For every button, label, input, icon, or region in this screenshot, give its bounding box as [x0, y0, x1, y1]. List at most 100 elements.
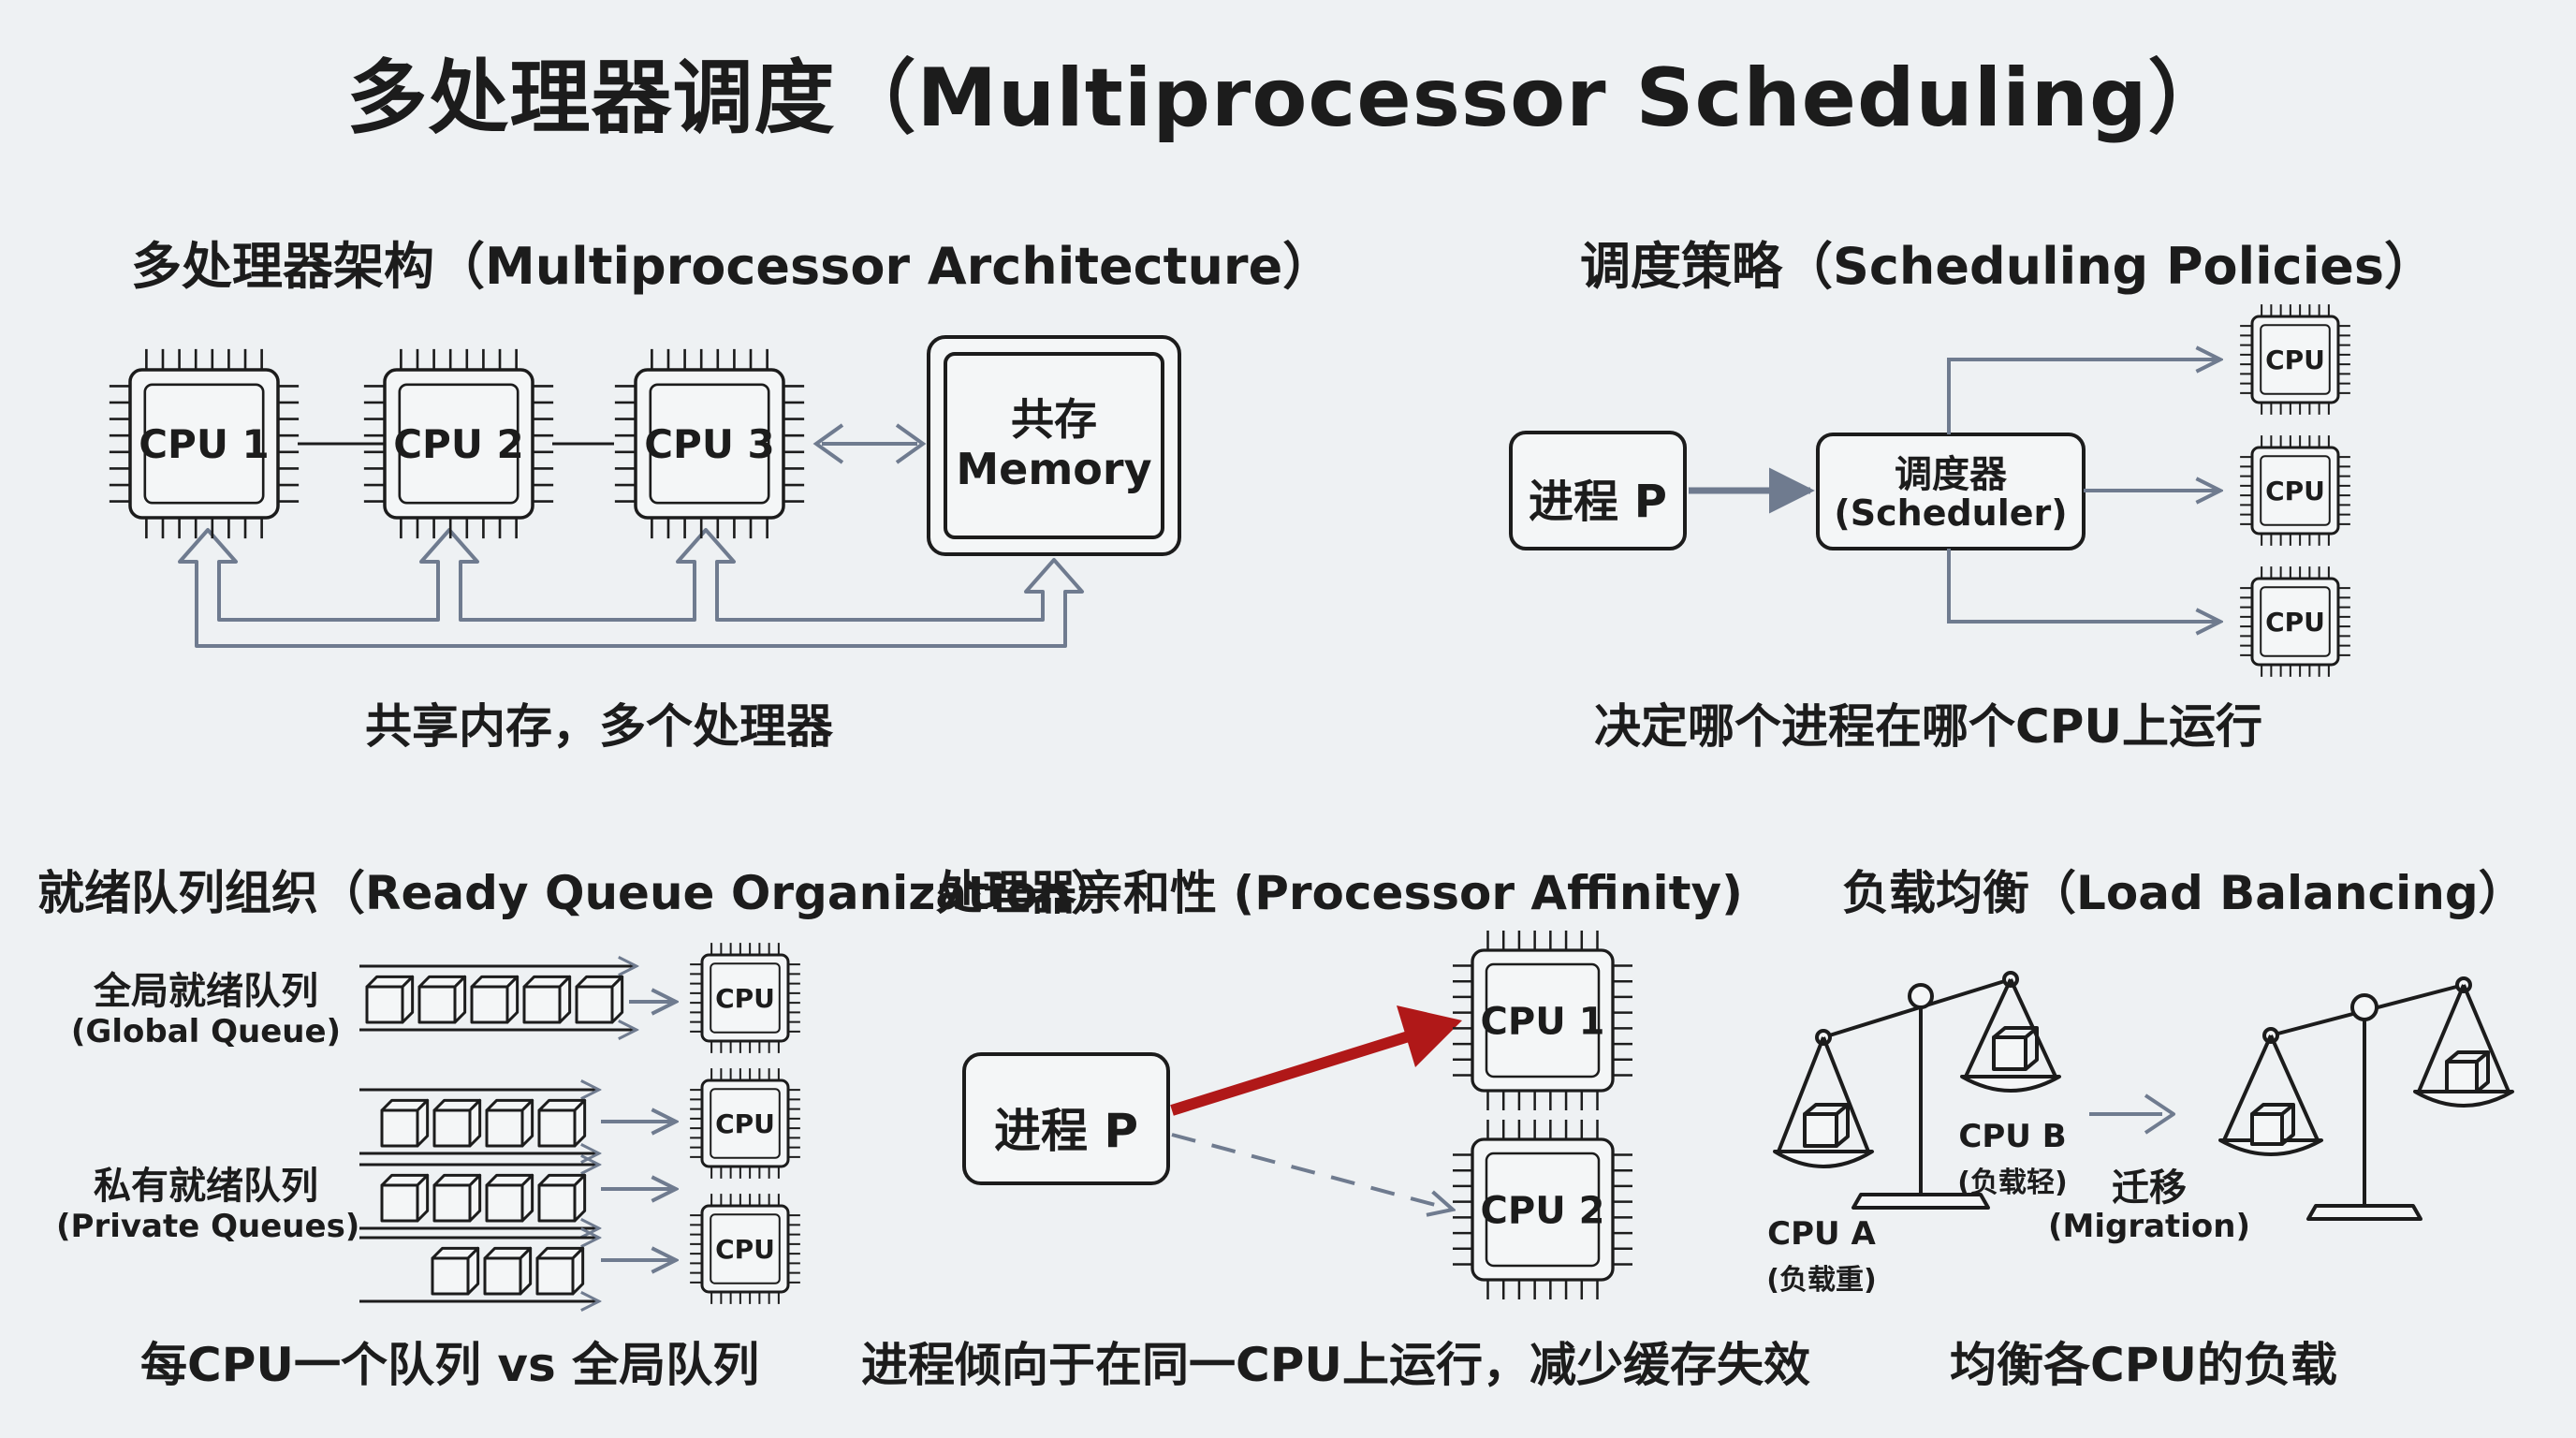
- scheduler-label-line2: (Scheduler): [1834, 492, 2068, 534]
- architecture-caption: 共享内存，多个处理器: [365, 699, 833, 754]
- affinity-alternate-arrow: [1171, 1133, 1453, 1210]
- affinity-cpu-chip: CPU 1: [1453, 931, 1632, 1110]
- architecture-heading: 多处理器架构（Multiprocessor Architecture）: [131, 237, 1334, 296]
- task-cube: [575, 975, 624, 1024]
- scheduler-to-cpu-arrows: [1947, 360, 2220, 622]
- chip-outer: [2250, 446, 2340, 536]
- affinity-cpu-chip: CPU 2: [1453, 1120, 1632, 1299]
- chip-pins: [2240, 435, 2350, 546]
- queue-row: [359, 1238, 599, 1301]
- policy-cpu-chip: CPU: [2240, 435, 2350, 546]
- policies-process-label: 进程 P: [1529, 476, 1667, 528]
- architecture-diagram: CPU 1 CPU 2 CPU 3: [109, 335, 1181, 648]
- chip-inner: [1485, 1152, 1601, 1268]
- cpu-memory-double-arrow: [812, 423, 927, 464]
- chip-outer: [128, 368, 280, 520]
- chip-label: CPU: [715, 1234, 775, 1265]
- queue-cpu-chip: CPU: [690, 1194, 800, 1304]
- load-balancing-diagram: [1773, 971, 2514, 1221]
- task-cube: [380, 1173, 430, 1223]
- migration-label-line1: 迁移: [2112, 1167, 2187, 1210]
- load-balancing-heading: 负载均衡（Load Balancing）: [1842, 866, 2525, 920]
- chip-inner: [710, 1088, 781, 1159]
- chip-inner: [710, 1213, 781, 1284]
- chip-pins: [1453, 931, 1632, 1110]
- queue-to-cpu-arrows: [601, 1002, 676, 1260]
- task-cube: [537, 1098, 587, 1148]
- cpu-b-label-line2: (负载轻): [1957, 1167, 2068, 1199]
- ready-queue-diagram: CPU CPU CPU: [359, 943, 800, 1304]
- chip-outer: [700, 1078, 790, 1168]
- light-task-cube: [1992, 1026, 2039, 1071]
- chip-outer: [1471, 1137, 1615, 1282]
- memory-block: [927, 335, 1181, 556]
- chip-inner: [1485, 962, 1601, 1078]
- chip-pins: [109, 348, 300, 539]
- affinity-preferred-arrow: [1170, 1030, 1413, 1116]
- task-cube: [485, 1173, 534, 1223]
- chip-inner: [2260, 324, 2331, 395]
- chip-label: CPU 3: [644, 421, 775, 467]
- task-cube: [485, 1098, 534, 1148]
- page-title: 多处理器调度（Multiprocessor Scheduling）: [346, 51, 2230, 145]
- task-cube: [535, 1246, 585, 1296]
- shared-bus-arrows: [178, 528, 1084, 648]
- policies-heading: 调度策略（Scheduling Policies）: [1580, 237, 2435, 296]
- task-cube: [483, 1246, 533, 1296]
- chip-pins: [690, 943, 800, 1053]
- cpu-b-label-line1: CPU B: [1958, 1118, 2067, 1155]
- chip-label: CPU 2: [393, 421, 524, 467]
- task-cube: [417, 975, 467, 1024]
- queue-row: [359, 966, 637, 1030]
- private-queue-label-line1: 私有就绪队列: [94, 1165, 318, 1208]
- chip-outer: [700, 953, 790, 1043]
- task-cube: [432, 1173, 482, 1223]
- architecture-cpu-chip: CPU 2: [363, 348, 554, 539]
- queue-row: [359, 1165, 599, 1228]
- chip-outer: [1471, 948, 1615, 1093]
- memory-label-line1: 共存: [1011, 394, 1097, 445]
- architecture-cpu-chip: CPU 3: [614, 348, 805, 539]
- chip-pins: [690, 1068, 800, 1179]
- chip-pins: [363, 348, 554, 539]
- chip-outer: [700, 1204, 790, 1294]
- chip-inner: [2260, 455, 2331, 526]
- policy-cpu-chip: CPU: [2240, 566, 2350, 677]
- task-cube: [431, 1246, 480, 1296]
- heavy-task-cube: [1803, 1103, 1850, 1148]
- ready-queue-caption: 每CPU一个队列 vs 全局队列: [140, 1338, 760, 1392]
- task-cube: [432, 1098, 482, 1148]
- chip-label: CPU: [2265, 607, 2325, 638]
- unbalanced-scale: [1773, 971, 2061, 1210]
- chip-inner: [649, 383, 770, 505]
- task-cube: [470, 975, 520, 1024]
- scheduler-label-line1: 调度器: [1895, 453, 2007, 496]
- chip-label: CPU: [2265, 476, 2325, 506]
- chip-outer: [2250, 577, 2340, 667]
- queue-row: [359, 1090, 599, 1153]
- chip-label: CPU: [715, 1108, 775, 1139]
- chip-label: CPU: [2265, 345, 2325, 375]
- chip-pins: [614, 348, 805, 539]
- task-cube: [380, 1098, 430, 1148]
- chip-outer: [2250, 315, 2340, 404]
- cpu-a-label-line2: (负载重): [1766, 1264, 1877, 1297]
- chip-pins: [1453, 1120, 1632, 1299]
- chip-pins: [2240, 566, 2350, 677]
- chip-label: CPU: [715, 983, 775, 1014]
- policies-diagram: CPU CPU CPU: [1509, 304, 2350, 677]
- task-cube: [522, 975, 572, 1024]
- chip-outer: [383, 368, 534, 520]
- chip-label: CPU 1: [139, 421, 270, 467]
- balanced-cube-left: [2250, 1103, 2295, 1146]
- affinity-caption: 进程倾向于在同一CPU上运行，减少缓存失效: [861, 1338, 1810, 1392]
- balanced-scale: [2218, 976, 2514, 1221]
- chip-pins: [690, 1194, 800, 1304]
- private-queue-label-line2: (Private Queues): [56, 1208, 360, 1245]
- chip-outer: [634, 368, 785, 520]
- process-box: [1509, 431, 1687, 550]
- task-cube: [365, 975, 415, 1024]
- queue-cpu-chip: CPU: [690, 1068, 800, 1179]
- chip-inner: [710, 962, 781, 1034]
